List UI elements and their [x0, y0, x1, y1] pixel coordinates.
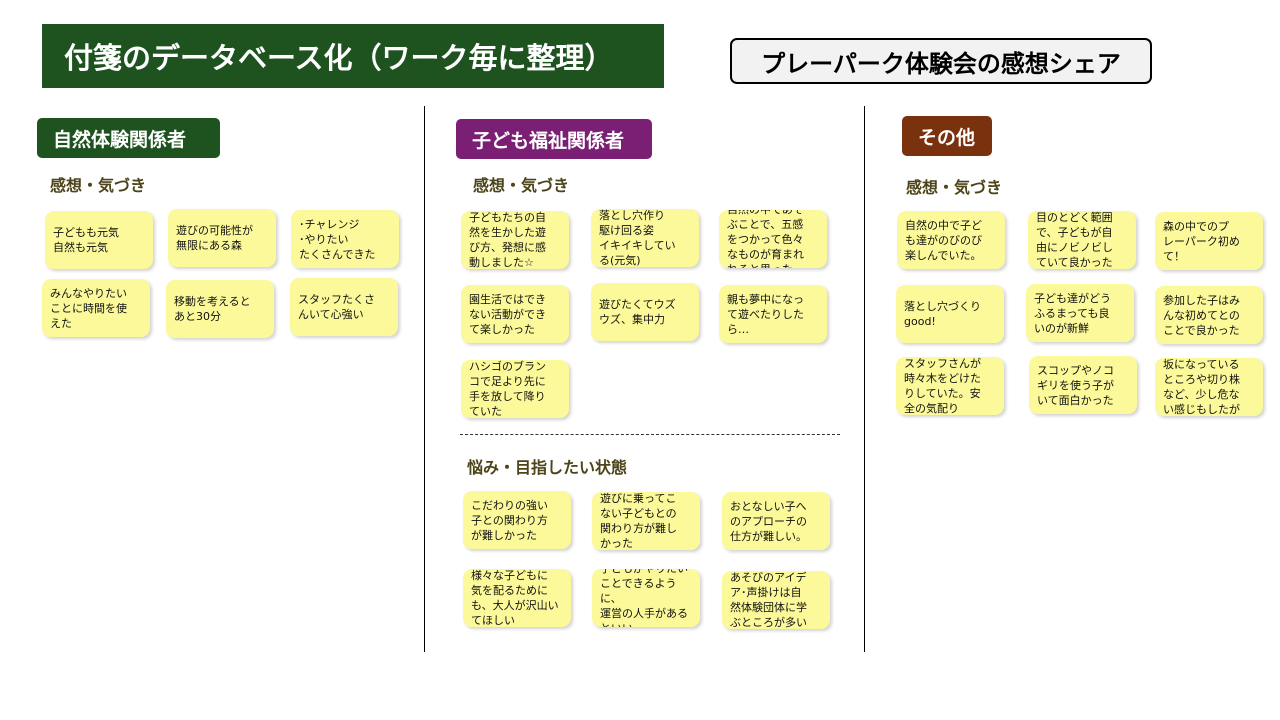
sticky-note: おとなしい子へ のアプローチの 仕方が難しい。 [722, 492, 830, 550]
column-divider-left [424, 106, 425, 652]
sticky-note: 子どもがやりたい ことできるように、 運営の人手がある といい [592, 569, 700, 627]
sticky-note: あそびのアイデ ア･声掛けは自 然体験団体に学 ぶところが多い [722, 571, 830, 629]
sticky-note: スタッフさんが 時々木をどけた りしていた。安 全の気配り [896, 357, 1004, 415]
category-other: その他 [902, 116, 992, 156]
sticky-note: 目のとどく範囲 で、子どもが自 由にノビノビし ていて良かった [1028, 211, 1136, 269]
sticky-note: スタッフたくさ んいて心強い [290, 278, 398, 336]
sticky-note: ･チャレンジ ･やりたい たくさんできた [291, 210, 399, 268]
section-heading-concerns: 悩み・目指したい状態 [467, 458, 628, 477]
column-divider-right [864, 106, 865, 652]
sticky-note: 参加した子はみ んな初めてとの ことで良かった [1155, 286, 1263, 344]
sticky-note: ハシゴのブラン コで足より先に 手を放して降り ていた [461, 360, 569, 418]
sticky-note: 子どもも元気 自然も元気 [45, 211, 153, 269]
sticky-note: みんなやりたい ことに時間を使 えた [42, 279, 150, 337]
section-heading-impressions: 感想・気づき [473, 176, 570, 195]
sticky-note: 遊びの可能性が 無限にある森 [168, 209, 276, 267]
page-title: 付箋のデータベース化（ワーク毎に整理） [42, 24, 664, 88]
sticky-note: 移動を考えると あと30分 [166, 280, 274, 338]
sticky-note: 子どもたちの自 然を生かした遊 び方、発想に感 動しました☆ [461, 211, 569, 269]
sticky-note: こだわりの強い 子との関わり方 が難しかった [463, 491, 571, 549]
section-heading-impressions: 感想・気づき [50, 176, 147, 195]
event-title-box: プレーパーク体験会の感想シェア [730, 38, 1152, 84]
sticky-note: 坂になっている ところや切り株 など、少し危な い感じもしたが [1155, 358, 1263, 416]
sticky-note: 自然の中であそ ぶことで、五感 をつかって色々 なものが育まれ れると思った [719, 210, 827, 268]
category-child-welfare: 子ども福祉関係者 [456, 119, 652, 159]
section-divider-dashed [460, 434, 840, 435]
sticky-note: 様々な子どもに 気を配るために も、大人が沢山い てほしい [463, 569, 571, 627]
sticky-note: 森の中でのプ レーパーク初め て！ [1155, 212, 1263, 270]
sticky-note: 子ども達がどう ふるまっても良 いのが新鮮 [1026, 284, 1134, 342]
sticky-note: 遊びに乗ってこ ない子どもとの 関わり方が難し かった [592, 492, 700, 550]
sticky-note: スコップやノコ ギリを使う子が いて面白かった [1029, 356, 1137, 414]
sticky-note: 落とし穴づくり good! [896, 285, 1004, 343]
sticky-note: 遊びたくてウズ ウズ、集中力 [591, 283, 699, 341]
sticky-note: 親も夢中になっ て遊べたりした ら… [719, 285, 827, 343]
section-heading-impressions: 感想・気づき [906, 178, 1003, 197]
sticky-note: 園生活ではでき ない活動ができ て楽しかった [461, 285, 569, 343]
category-nature: 自然体験関係者 [37, 118, 220, 158]
sticky-note: 落とし穴作り 駆け回る姿 イキイキしてい る(元気) [591, 209, 699, 267]
sticky-note: 自然の中で子ど も達がのびのび 楽しんでいた。 [897, 211, 1005, 269]
